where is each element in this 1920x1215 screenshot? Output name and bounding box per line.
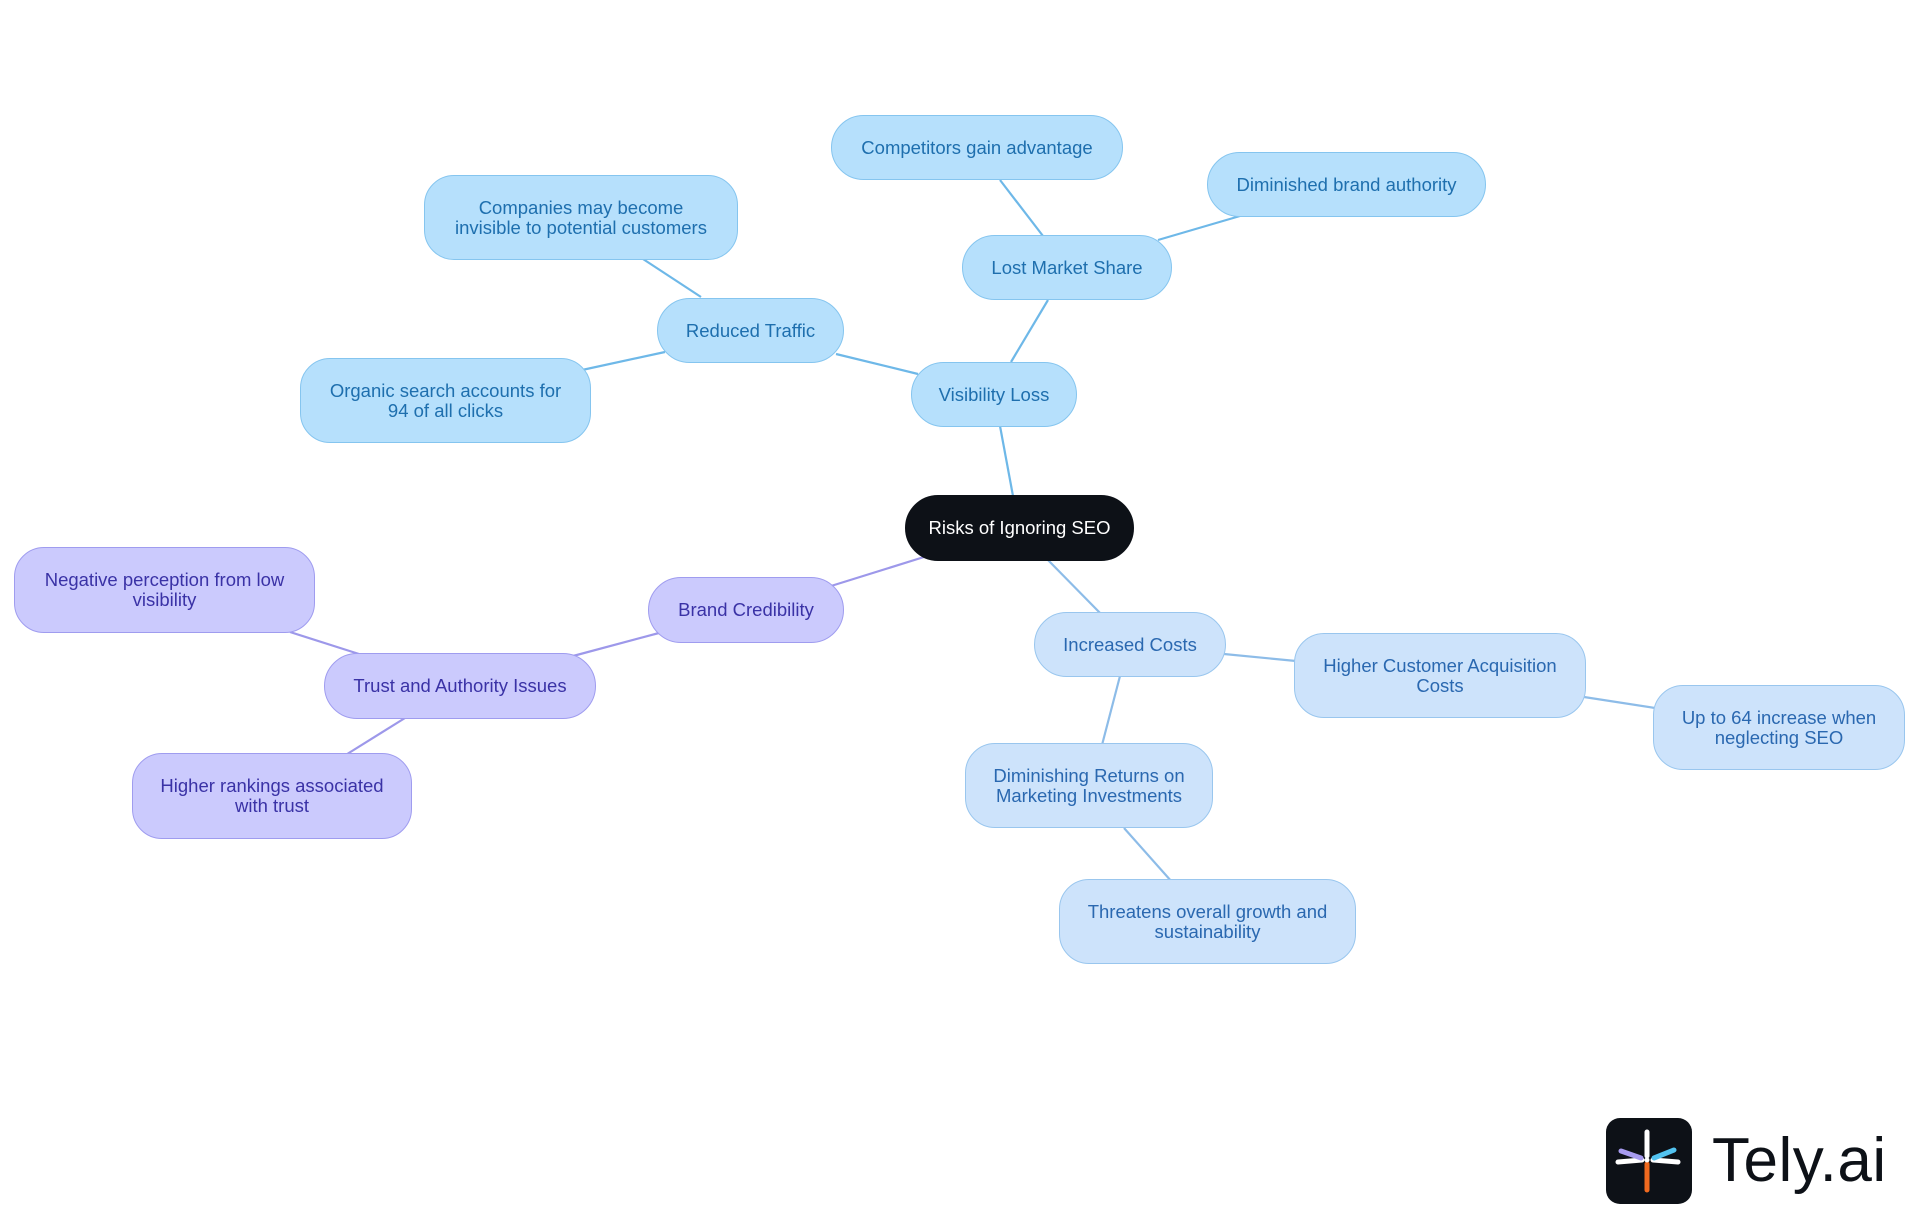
root-node[interactable]: Risks of Ignoring SEO [905, 495, 1134, 561]
node-label: Visibility Loss [938, 383, 1050, 405]
node-label: Negative perception from low visibility [44, 569, 285, 610]
edge-visibility-market [1010, 299, 1049, 363]
node-label: Higher rankings associated with trust [160, 775, 384, 816]
edge-trust-rankings [343, 717, 406, 757]
edge-costs-acquisition [1223, 652, 1297, 663]
edge-root-brand [830, 555, 925, 588]
node-visibility-loss[interactable]: Visibility Loss [911, 362, 1077, 427]
node-label: Higher Customer Acquisition Costs [1323, 654, 1557, 696]
edge-trust-negative [289, 630, 360, 656]
node-label: Diminished brand authority [1236, 173, 1457, 195]
node-increased-costs[interactable]: Increased Costs [1034, 612, 1226, 677]
node-acquisition-costs[interactable]: Higher Customer Acquisition Costs [1294, 633, 1586, 718]
logo-wordmark: Tely.ai [1712, 1126, 1887, 1195]
root-label: Risks of Ignoring SEO [928, 517, 1111, 538]
node-label: Threatens overall growth and sustainabil… [1087, 900, 1328, 942]
node-brand-credibility[interactable]: Brand Credibility [648, 577, 844, 643]
node-label: Increased Costs [1063, 633, 1197, 655]
edge-market-competitors [999, 179, 1044, 237]
node-diminishing-returns[interactable]: Diminishing Returns on Marketing Investm… [965, 743, 1213, 828]
edge-root-visibility [998, 425, 1015, 497]
node-label: Brand Credibility [678, 599, 814, 620]
node-label: Competitors gain advantage [861, 136, 1093, 158]
node-lost-market-share[interactable]: Lost Market Share [962, 235, 1172, 300]
node-label: Reduced Traffic [685, 319, 816, 341]
node-label: Diminishing Returns on Marketing Investm… [993, 764, 1185, 806]
node-reduced-traffic[interactable]: Reduced Traffic [657, 298, 844, 363]
node-label: Up to 64 increase when neglecting SEO [1681, 706, 1877, 748]
edge-visibility-traffic [835, 352, 919, 376]
node-higher-rankings[interactable]: Higher rankings associated with trust [132, 753, 412, 839]
edge-brand-trust [572, 631, 660, 658]
node-threatens-growth[interactable]: Threatens overall growth and sustainabil… [1059, 879, 1356, 964]
node-label: Organic search accounts for 94 of all cl… [329, 379, 562, 421]
tely-star-icon [1606, 1118, 1692, 1204]
edge-acquisition-increase [1583, 695, 1656, 710]
tely-logo: Tely.ai [1606, 1118, 1891, 1204]
node-negative-perception[interactable]: Negative perception from low visibility [14, 547, 315, 633]
edge-traffic-invisible [642, 258, 702, 298]
edge-returns-growth [1123, 827, 1173, 883]
node-diminished-authority[interactable]: Diminished brand authority [1207, 152, 1486, 217]
node-label: Companies may become invisible to potent… [455, 196, 707, 238]
node-organic-search[interactable]: Organic search accounts for 94 of all cl… [300, 358, 591, 443]
node-trust-authority[interactable]: Trust and Authority Issues [324, 653, 596, 719]
edge-market-authority [1157, 214, 1241, 242]
node-label: Lost Market Share [991, 256, 1143, 278]
edge-traffic-organic [581, 350, 666, 372]
edge-root-costs [1045, 557, 1103, 616]
node-competitors-advantage[interactable]: Competitors gain advantage [831, 115, 1123, 180]
node-label: Trust and Authority Issues [353, 675, 567, 696]
edge-costs-returns [1100, 675, 1122, 746]
node-invisible-customers[interactable]: Companies may become invisible to potent… [424, 175, 738, 260]
node-acquisition-increase[interactable]: Up to 64 increase when neglecting SEO [1653, 685, 1905, 770]
